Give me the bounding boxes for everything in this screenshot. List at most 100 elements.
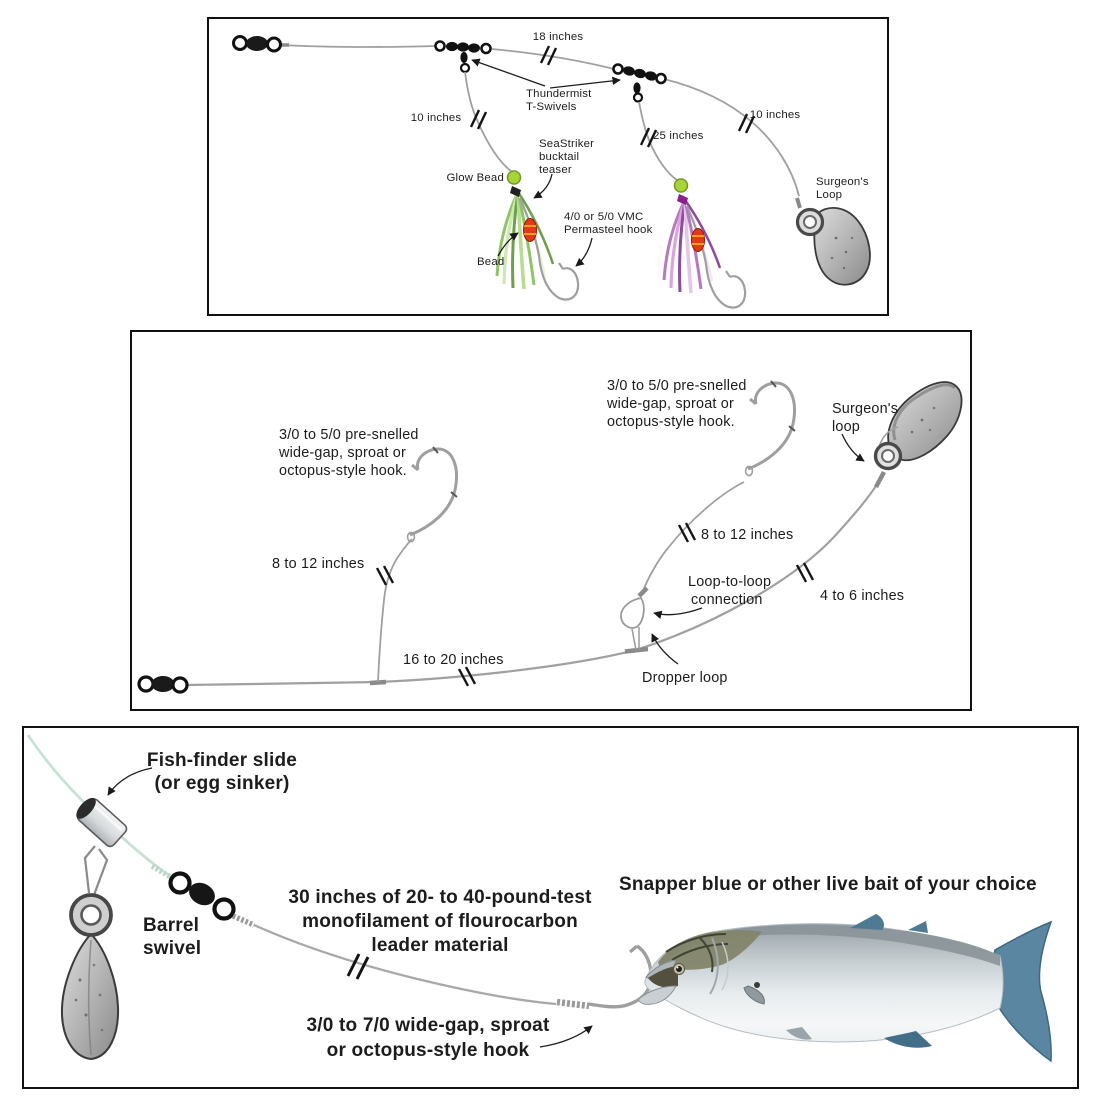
length-mark-8to12-left xyxy=(375,565,395,586)
label-16to20: 16 to 20 inches xyxy=(403,652,504,668)
anal-fin xyxy=(884,1031,932,1048)
pointer-to-hook xyxy=(575,237,593,267)
leader-coil xyxy=(231,913,256,928)
mouth-opening xyxy=(648,966,678,988)
dorsal-fin xyxy=(850,914,884,930)
surgeons-loop-sinker-icon xyxy=(873,381,963,471)
line-sleeve xyxy=(369,679,387,686)
pointer-to-bead xyxy=(497,232,519,257)
snelled-hook-icon-right xyxy=(744,380,796,477)
label-10-inches-left: 10 inches xyxy=(411,112,462,124)
label-8to12-left: 8 to 12 inches xyxy=(272,556,364,572)
label-surgeons-loop-line2: Loop xyxy=(816,189,842,201)
surgeons-loop-sinker-icon xyxy=(795,197,871,286)
fish-head xyxy=(658,930,762,970)
label-8to12-right: 8 to 12 inches xyxy=(701,527,793,543)
barrel-swivel-icon xyxy=(137,675,189,694)
loop-to-loop-icon xyxy=(620,597,645,651)
line-sleeve xyxy=(624,646,649,654)
dropper-line-left xyxy=(464,71,512,172)
panel-top-teaser-rig: 18 inches Thundermist T-Swivels 10 inche… xyxy=(207,17,889,316)
sinker-icon xyxy=(60,893,120,1061)
pointer-to-teaser xyxy=(533,173,553,199)
pectoral-fin xyxy=(743,985,765,1005)
label-loop-to-loop-line1: Loop-to-loop xyxy=(688,574,771,590)
red-bead-icon xyxy=(691,228,705,252)
label-fishfinder-line2: (or egg sinker) xyxy=(155,773,290,794)
label-leader-line1: 30 inches of 20- to 40-pound-test xyxy=(288,887,592,908)
t-swivel-icon-right xyxy=(612,63,667,103)
label-surgeons-loop-line2: loop xyxy=(832,419,860,435)
leader-line xyxy=(253,923,557,1006)
panel-middle-border xyxy=(130,330,972,711)
main-line xyxy=(185,480,880,687)
glow-bead-icon xyxy=(506,170,522,185)
t-swivel-icon-left xyxy=(434,40,492,74)
panel-top-border xyxy=(207,17,889,316)
label-loop-to-loop-line2: connection xyxy=(691,592,763,608)
label-hook-left-line3: octopus-style hook. xyxy=(279,463,407,479)
label-surgeons-loop-line1: Surgeon's xyxy=(816,176,869,188)
label-barrel-swivel-line2: swivel xyxy=(143,938,201,959)
pointer-to-bait-hook xyxy=(539,1025,593,1048)
length-mark-16to20 xyxy=(457,666,477,687)
pointer-to-surgeons-loop xyxy=(841,433,865,462)
label-bait-fish: Snapper blue or other live bait of your … xyxy=(619,874,1037,895)
label-bait-hook-line1: 3/0 to 7/0 wide-gap, sproat xyxy=(307,1015,550,1036)
length-mark-25 xyxy=(639,127,658,148)
panel-middle-hilo-rig: 3/0 to 5/0 pre-snelled wide-gap, sproat … xyxy=(130,330,972,711)
glow-bead-icon xyxy=(673,178,689,193)
length-mark-10-right xyxy=(737,113,756,134)
pointer-to-right-tswivel xyxy=(549,76,621,89)
pelvic-fin xyxy=(786,1027,812,1040)
label-surgeons-loop-line1: Surgeon's xyxy=(832,401,898,417)
pointer-to-fishfinder-slide xyxy=(107,767,153,796)
dropper-line-right xyxy=(638,101,678,181)
length-mark-4to6 xyxy=(795,562,815,583)
label-seastriker-line1: SeaStriker xyxy=(539,138,594,150)
label-hook-right-line2: wide-gap, sproat or xyxy=(606,396,734,412)
label-25-inches: 25 inches xyxy=(653,130,704,142)
label-thundermist-line1: Thundermist xyxy=(526,88,592,100)
label-vmc-hook-line2: Permasteel hook xyxy=(564,224,653,236)
label-10-inches-right: 10 inches xyxy=(750,109,801,121)
teaser-hook-icon xyxy=(518,197,580,301)
label-fishfinder-line1: Fish-finder slide xyxy=(147,750,297,771)
label-thundermist-line2: T-Swivels xyxy=(526,101,577,113)
length-mark-8to12-right xyxy=(677,522,697,543)
line-sleeve xyxy=(874,470,886,489)
label-barrel-swivel-line1: Barrel xyxy=(143,915,199,936)
pointer-to-left-tswivel xyxy=(471,58,546,87)
length-mark-18 xyxy=(539,45,558,66)
bait-hook-icon xyxy=(556,944,653,1010)
label-vmc-hook-line1: 4/0 or 5/0 VMC xyxy=(564,211,643,223)
label-bait-hook-line2: or octopus-style hook xyxy=(327,1040,530,1061)
red-bead-icon xyxy=(523,218,537,242)
pointer-to-loop-connection xyxy=(653,607,703,619)
length-mark-10-left xyxy=(469,109,488,130)
label-hook-right-line1: 3/0 to 5/0 pre-snelled xyxy=(607,378,747,394)
label-glow-bead: Glow Bead xyxy=(446,172,504,184)
label-leader-line3: leader material xyxy=(371,935,508,956)
main-line-segment-1 xyxy=(281,44,437,48)
label-bead: Bead xyxy=(477,256,504,268)
dropper-line-left xyxy=(377,538,413,683)
length-mark-30 xyxy=(346,953,370,980)
label-hook-right-line3: octopus-style hook. xyxy=(607,414,735,430)
snelled-hook-icon-left xyxy=(406,446,458,543)
label-18-inches: 18 inches xyxy=(533,31,584,43)
dorsal-finlet xyxy=(908,921,928,933)
barrel-swivel-icon xyxy=(232,35,289,53)
fish-finder-slide-icon xyxy=(76,797,128,896)
pointer-to-dropper-loop xyxy=(651,633,679,665)
bait-fish-illustration xyxy=(638,914,1053,1063)
lower-jaw xyxy=(638,985,677,1005)
dropper-line-right xyxy=(642,481,745,592)
barrel-swivel-icon xyxy=(168,871,236,921)
label-hook-left-line1: 3/0 to 5/0 pre-snelled xyxy=(279,427,419,443)
label-hook-left-line2: wide-gap, sproat or xyxy=(278,445,406,461)
label-seastriker-line2: bucktail xyxy=(539,151,579,163)
label-seastriker-line3: teaser xyxy=(539,164,572,176)
